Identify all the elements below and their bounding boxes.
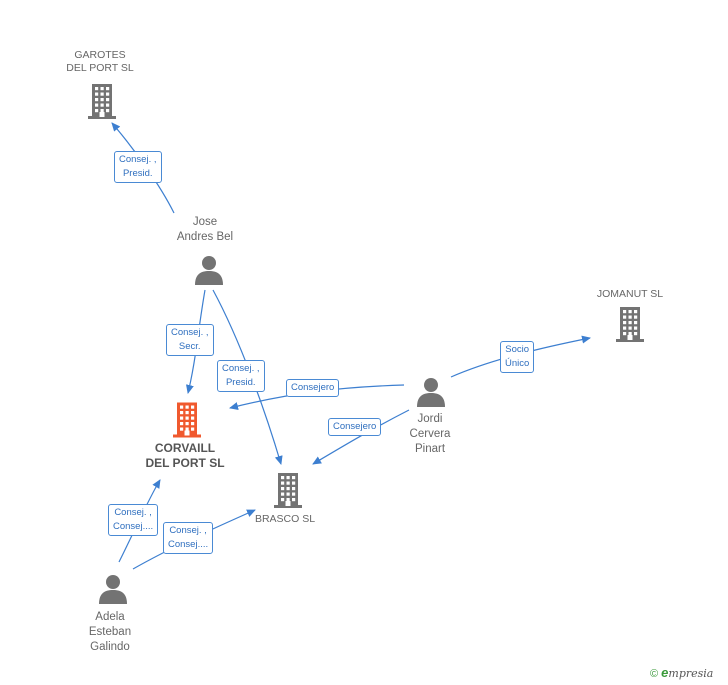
edge-label-jose-brasco[interactable]: Consej. , Presid. [217, 360, 265, 392]
building-icon[interactable] [86, 83, 118, 119]
building-icon[interactable] [614, 306, 646, 342]
edge-label-jose-garotes[interactable]: Consej. , Presid. [114, 151, 162, 183]
edge-label-adela-brasco[interactable]: Consej. , Consej.... [163, 522, 214, 554]
edge-label-jordi-corvaill[interactable]: Consejero [286, 379, 340, 397]
edge-label-jose-corvaill[interactable]: Consej. , Secr. [166, 324, 214, 356]
person-icon[interactable] [194, 255, 224, 285]
node-garotes-label[interactable]: GAROTES DEL PORT SL [66, 49, 134, 74]
node-jomanut-label[interactable]: JOMANUT SL [596, 288, 664, 300]
edge-label-jordi-jomanut[interactable]: Socio Único [500, 341, 535, 373]
building-icon[interactable] [272, 472, 304, 508]
node-jordi-label[interactable]: Jordi Cervera Pinart [409, 413, 451, 455]
edge-jordi-brasco [312, 409, 410, 465]
node-jose-label[interactable]: Jose Andres Bel [176, 216, 234, 243]
person-icon[interactable] [98, 574, 128, 604]
building-icon[interactable] [171, 401, 203, 438]
person-icon[interactable] [416, 377, 446, 407]
edge-label-adela-corvaill[interactable]: Consej. , Consej.... [108, 504, 159, 536]
copyright-icon: © [650, 668, 659, 680]
node-adela-label[interactable]: Adela Esteban Galindo [88, 611, 132, 653]
empresia-logo: © empresia [650, 665, 714, 680]
node-brasco-label[interactable]: BRASCO SL [254, 513, 316, 525]
edge-label-jordi-brasco[interactable]: Consejero [328, 418, 382, 436]
node-corvaill-label[interactable]: CORVAILL DEL PORT SL [145, 441, 225, 470]
